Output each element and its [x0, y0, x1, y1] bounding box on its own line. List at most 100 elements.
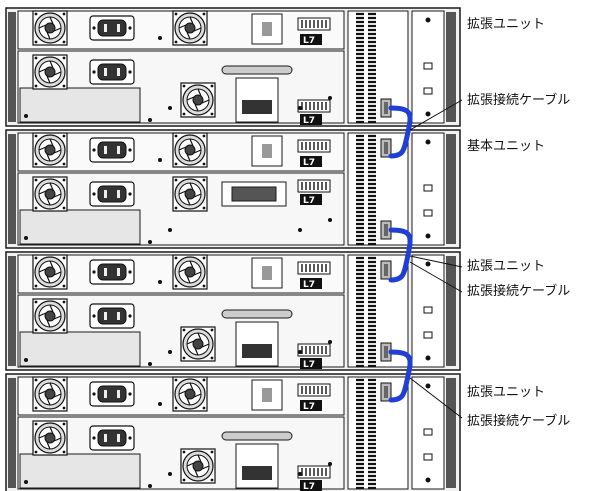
power-inlet-icon: [89, 59, 135, 85]
l7-badge-text: L7: [303, 158, 315, 168]
leader-line: [409, 255, 463, 268]
tape-drive-slot: [242, 344, 272, 358]
drive-bar: [221, 65, 293, 75]
dip-switch-icon: [297, 17, 331, 31]
blank-panel: [19, 331, 141, 367]
screw-icon: [298, 106, 302, 110]
screw-icon: [298, 472, 302, 476]
dip-switch-icon: [297, 343, 331, 357]
service-panel: [411, 254, 445, 368]
fan-icon: [180, 448, 216, 484]
screw-icon: [158, 402, 162, 406]
expansion-unit-label-1: 拡張ユニット: [467, 17, 546, 32]
l7-badge-text: L7: [303, 402, 315, 412]
right-rail: [446, 256, 456, 366]
screw-icon: [148, 118, 152, 122]
fan-icon: [32, 376, 68, 412]
screw-icon: [158, 158, 162, 162]
expansion-cable-2: [388, 227, 413, 283]
screw-icon: [425, 477, 431, 483]
service-latch-icon: [423, 62, 433, 95]
screw-icon: [158, 36, 162, 40]
expansion-unit-label-2: 拡張ユニット: [467, 259, 546, 274]
l7-badge-text: L7: [303, 196, 315, 206]
blank-panel: [19, 453, 141, 489]
fan-icon: [180, 326, 216, 362]
fan-icon: [32, 54, 68, 90]
expansion-cable-label-2: 拡張接続ケーブル: [467, 284, 571, 299]
fan-icon: [172, 376, 208, 412]
transformer-core: [262, 266, 272, 280]
screw-icon: [168, 350, 172, 354]
screw-icon: [328, 218, 332, 222]
screw-icon: [425, 139, 431, 145]
right-rail: [446, 378, 456, 488]
screw-icon: [298, 350, 302, 354]
screw-icon: [168, 472, 172, 476]
screw-icon: [328, 340, 332, 344]
fan-icon: [172, 10, 208, 46]
screw-icon: [24, 358, 28, 362]
l7-badge-text: L7: [303, 36, 315, 46]
tape-drive-slot: [242, 466, 272, 480]
fan-icon: [32, 420, 68, 456]
leader-line: [409, 261, 463, 293]
fan-icon: [172, 254, 208, 290]
dip-switch-icon: [297, 261, 331, 275]
screw-icon: [425, 383, 431, 389]
service-panel: [411, 376, 445, 490]
fan-icon: [172, 132, 208, 168]
screw-icon: [148, 240, 152, 244]
left-rail: [8, 12, 16, 122]
drive-bar: [221, 431, 293, 441]
l7-badge-text: L7: [303, 482, 315, 491]
dip-switch-icon: [297, 139, 331, 153]
fan-icon: [172, 176, 208, 212]
l7-badge-text: L7: [303, 280, 315, 290]
screw-icon: [328, 462, 332, 466]
transformer-core: [262, 144, 272, 158]
expansion-cable-label-1: 拡張接続ケーブル: [467, 93, 571, 108]
screw-icon: [168, 106, 172, 110]
dip-switch-icon: [297, 383, 331, 397]
screw-icon: [425, 111, 431, 117]
right-rail: [446, 134, 456, 244]
service-latch-icon: [423, 184, 433, 217]
fan-icon: [32, 298, 68, 334]
l7-badge-text: L7: [303, 116, 315, 126]
tape-drive-slot: [242, 100, 272, 114]
l7-badge-text: L7: [303, 360, 315, 370]
right-rail: [446, 12, 456, 122]
fan-icon: [32, 176, 68, 212]
screw-icon: [148, 362, 152, 366]
left-rail: [8, 134, 16, 244]
screw-icon: [24, 480, 28, 484]
expansion-unit-label-3: 拡張ユニット: [467, 385, 546, 400]
power-inlet-icon: [89, 381, 135, 407]
service-latch-icon: [423, 306, 433, 339]
leader-line: [409, 377, 463, 419]
expansion-cable-1: [388, 105, 413, 159]
transformer-core: [262, 22, 272, 36]
screw-icon: [158, 280, 162, 284]
expansion-cable-label-3: 拡張接続ケーブル: [467, 414, 571, 429]
dip-switch-icon: [297, 99, 331, 113]
screw-icon: [425, 17, 431, 23]
leader-line: [409, 99, 463, 131]
dip-switch-icon: [297, 465, 331, 479]
power-inlet-icon: [89, 259, 135, 285]
blank-panel: [19, 209, 141, 245]
left-rail: [8, 256, 16, 366]
fan-icon: [32, 254, 68, 290]
base-unit-label: 基本ユニット: [467, 139, 546, 154]
screw-icon: [298, 228, 302, 232]
power-inlet-icon: [89, 15, 135, 41]
screw-icon: [24, 114, 28, 118]
dip-switch-icon: [297, 179, 331, 193]
screw-icon: [148, 484, 152, 488]
screw-icon: [425, 261, 431, 267]
service-panel: [411, 132, 445, 246]
